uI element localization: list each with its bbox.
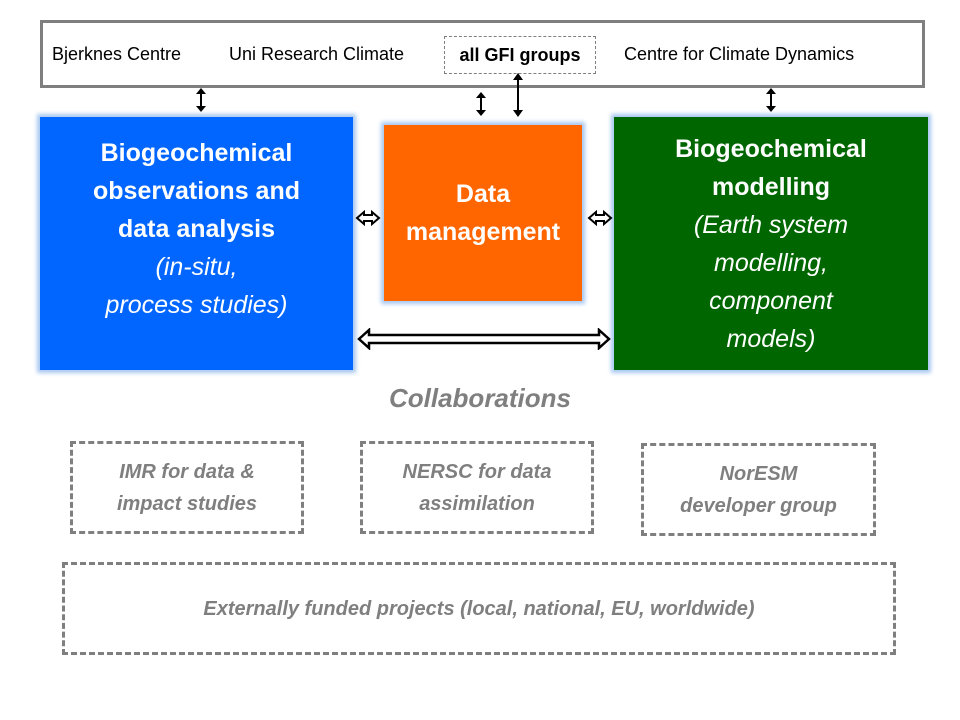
bjerknes-centre-label: Bjerknes Centre xyxy=(52,44,182,64)
modelling-title-line: Biogeochemical xyxy=(675,134,867,163)
external-projects-box: Externally funded projects (local, natio… xyxy=(62,562,896,655)
uni-research-climate-label: Uni Research Climate xyxy=(229,44,405,64)
gfi-groups-label: all GFI groups xyxy=(444,36,596,74)
climate-dynamics-label: Centre for Climate Dynamics xyxy=(624,44,855,64)
modelling-title-line: modelling xyxy=(711,172,831,201)
observations-title-line: observations and xyxy=(93,176,300,205)
observations-sub-line: process studies) xyxy=(105,290,288,319)
vertical-double-arrow-icon xyxy=(513,73,523,117)
observations-box: Biogeochemical observations and data ana… xyxy=(40,117,353,370)
collaborations-title: Collaborations xyxy=(388,383,571,413)
modelling-box: Biogeochemical modelling (Earth system m… xyxy=(614,117,928,370)
partner-box-imr: IMR for data & impact studies xyxy=(70,441,304,534)
modelling-sub-line: modelling, xyxy=(714,248,828,277)
partner-line: assimilation xyxy=(419,492,535,515)
vertical-double-arrow-icon xyxy=(476,92,486,116)
data-management-box: Data management xyxy=(384,125,582,301)
partner-box-noresm: NorESM developer group xyxy=(641,443,876,536)
partner-line: NorESM xyxy=(719,462,798,485)
modelling-sub-line: models) xyxy=(726,324,816,353)
data-management-title-line: management xyxy=(405,218,561,246)
institutions-bar: Bjerknes Centre Uni Research Climate all… xyxy=(40,20,925,88)
long-horizontal-double-arrow-icon xyxy=(357,328,611,350)
observations-title-line: data analysis xyxy=(117,214,276,243)
partner-line: impact studies xyxy=(116,492,258,515)
horizontal-double-arrow-icon xyxy=(587,210,613,226)
partner-line: IMR for data & xyxy=(119,460,255,483)
observations-sub-line: (in-situ, xyxy=(155,252,238,281)
horizontal-double-arrow-icon xyxy=(355,210,381,226)
vertical-double-arrow-icon xyxy=(766,88,776,112)
modelling-sub-line: (Earth system xyxy=(693,210,849,239)
partner-box-nersc: NERSC for data assimilation xyxy=(360,441,594,534)
data-management-title-line: Data xyxy=(455,180,511,208)
modelling-sub-line: component xyxy=(709,286,833,315)
partner-line: NERSC for data xyxy=(402,460,552,483)
observations-title-line: Biogeochemical xyxy=(100,138,293,167)
partner-line: developer group xyxy=(680,494,837,517)
vertical-double-arrow-icon xyxy=(196,88,206,112)
external-projects-label: Externally funded projects (local, natio… xyxy=(203,597,755,620)
